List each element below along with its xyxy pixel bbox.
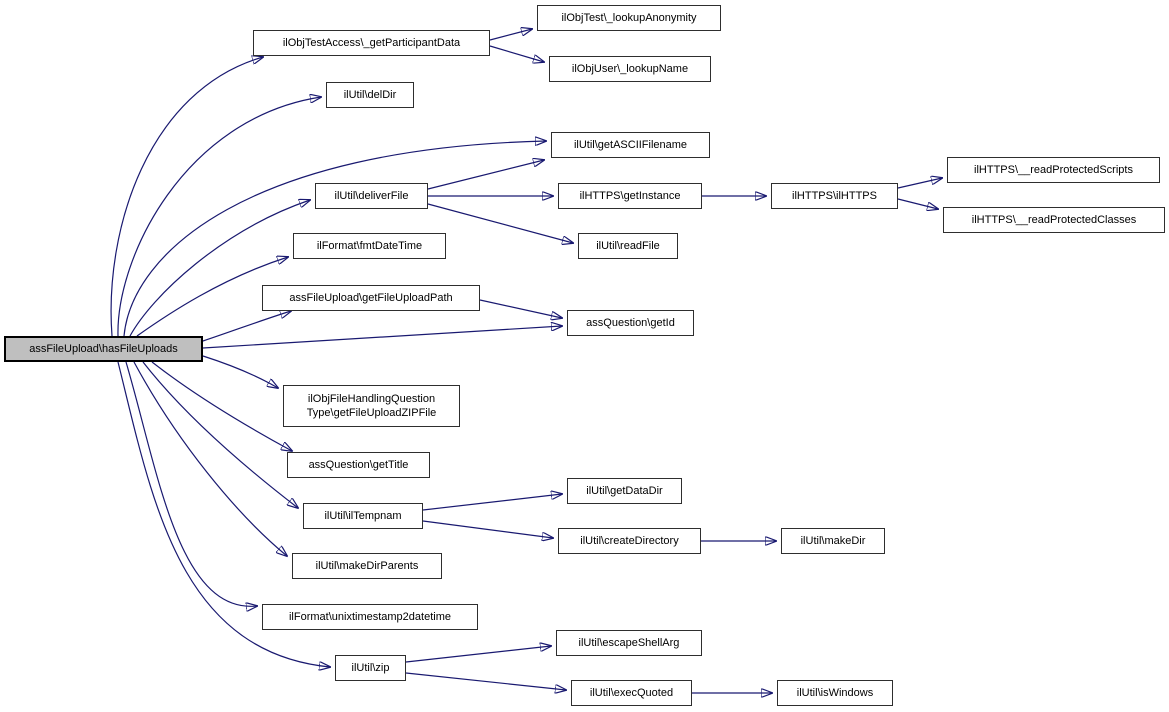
edge-getParticipantData-lookupName bbox=[489, 45, 544, 62]
edge-hasFileUploads-fmtDateTime bbox=[136, 257, 288, 337]
edge-zip-execQuoted bbox=[405, 672, 566, 690]
node-label: ilFormat\fmtDateTime bbox=[316, 239, 423, 252]
node-label: ilObjUser\_lookupName bbox=[571, 62, 689, 75]
node-label: ilUtil\ilTempnam bbox=[324, 509, 402, 522]
node-label: ilObjTest\_lookupAnonymity bbox=[561, 11, 697, 24]
node-zip[interactable]: ilUtil\zip bbox=[335, 655, 406, 681]
edge-getParticipantData-lookupAnonymity bbox=[489, 29, 532, 41]
node-ilHTTPS[interactable]: ilHTTPS\ilHTTPS bbox=[771, 183, 898, 209]
node-unixtimestamp2datetime[interactable]: ilFormat\unixtimestamp2datetime bbox=[262, 604, 478, 630]
node-makeDir[interactable]: ilUtil\makeDir bbox=[781, 528, 885, 554]
node-getASCIIFilename[interactable]: ilUtil\getASCIIFilename bbox=[551, 132, 710, 158]
edge-ilHTTPS-readProtectedScripts bbox=[897, 178, 942, 189]
edge-hasFileUploads-delDir bbox=[117, 97, 321, 337]
node-lookupName[interactable]: ilObjUser\_lookupName bbox=[549, 56, 711, 82]
node-label: ilUtil\createDirectory bbox=[580, 534, 679, 547]
node-label: ilHTTPS\getInstance bbox=[579, 189, 681, 202]
node-getFileUploadZIPFile[interactable]: ilObjFileHandlingQuestion Type\getFileUp… bbox=[283, 385, 460, 427]
edge-hasFileUploads-getFileUploadPath bbox=[202, 311, 291, 342]
node-readFile[interactable]: ilUtil\readFile bbox=[578, 233, 678, 259]
edge-deliverFile-getASCIIFilename bbox=[427, 160, 544, 190]
node-label: ilUtil\deliverFile bbox=[334, 189, 409, 202]
node-createDirectory[interactable]: ilUtil\createDirectory bbox=[558, 528, 701, 554]
node-label: ilUtil\getDataDir bbox=[586, 484, 663, 497]
node-label: ilUtil\isWindows bbox=[796, 686, 874, 699]
node-label: ilObjTestAccess\_getParticipantData bbox=[282, 36, 461, 49]
node-label: ilUtil\escapeShellArg bbox=[578, 636, 680, 649]
edge-deliverFile-readFile bbox=[427, 203, 573, 243]
node-ilTempnam[interactable]: ilUtil\ilTempnam bbox=[303, 503, 423, 529]
node-label: ilUtil\makeDir bbox=[800, 534, 866, 547]
node-readProtectedClasses[interactable]: ilHTTPS\__readProtectedClasses bbox=[943, 207, 1165, 233]
node-fmtDateTime[interactable]: ilFormat\fmtDateTime bbox=[293, 233, 446, 259]
node-label: assQuestion\getId bbox=[586, 316, 675, 329]
node-label: ilUtil\readFile bbox=[596, 239, 660, 252]
node-label: ilUtil\zip bbox=[351, 661, 390, 674]
edge-getFileUploadPath-getId bbox=[479, 299, 562, 318]
node-isWindows[interactable]: ilUtil\isWindows bbox=[777, 680, 893, 706]
node-label: assQuestion\getTitle bbox=[308, 458, 409, 471]
node-lookupAnonymity[interactable]: ilObjTest\_lookupAnonymity bbox=[537, 5, 721, 31]
node-label: ilUtil\execQuoted bbox=[589, 686, 674, 699]
node-label-line1: ilObjFileHandlingQuestion bbox=[307, 392, 436, 405]
edge-hasFileUploads-ilTempnam bbox=[142, 361, 298, 508]
node-label: ilHTTPS\ilHTTPS bbox=[792, 189, 877, 202]
edge-hasFileUploads-unixtimestamp2datetime bbox=[125, 361, 257, 606]
node-getDataDir[interactable]: ilUtil\getDataDir bbox=[567, 478, 682, 504]
node-escapeShellArg[interactable]: ilUtil\escapeShellArg bbox=[556, 630, 702, 656]
edge-hasFileUploads-zip bbox=[117, 361, 330, 667]
node-readProtectedScripts[interactable]: ilHTTPS\__readProtectedScripts bbox=[947, 157, 1160, 183]
node-deliverFile[interactable]: ilUtil\deliverFile bbox=[315, 183, 428, 209]
edge-ilTempnam-getDataDir bbox=[422, 494, 562, 511]
edge-hasFileUploads-deliverFile bbox=[129, 200, 310, 337]
edge-hasFileUploads-getTitle bbox=[151, 361, 292, 451]
node-label: assFileUpload\getFileUploadPath bbox=[289, 291, 453, 304]
node-delDir[interactable]: ilUtil\delDir bbox=[326, 82, 414, 108]
node-getInstance[interactable]: ilHTTPS\getInstance bbox=[558, 183, 702, 209]
edge-ilHTTPS-readProtectedClasses bbox=[897, 198, 938, 209]
edge-zip-escapeShellArg bbox=[405, 646, 551, 663]
node-hasFileUploads: assFileUpload\hasFileUploads bbox=[4, 336, 203, 362]
node-getId[interactable]: assQuestion\getId bbox=[567, 310, 694, 336]
node-getParticipantData[interactable]: ilObjTestAccess\_getParticipantData bbox=[253, 30, 490, 56]
node-label: ilFormat\unixtimestamp2datetime bbox=[288, 610, 451, 623]
node-label-line2: Type\getFileUploadZIPFile bbox=[306, 407, 437, 419]
node-label: ilHTTPS\__readProtectedClasses bbox=[971, 213, 1137, 226]
node-label: ilUtil\delDir bbox=[343, 88, 397, 101]
edge-hasFileUploads-getParticipantData bbox=[110, 57, 263, 337]
edge-hasFileUploads-makeDirParents bbox=[133, 361, 287, 556]
node-label: ilUtil\getASCIIFilename bbox=[573, 138, 688, 151]
edge-hasFileUploads-getASCIIFilename bbox=[123, 141, 546, 337]
node-getFileUploadPath[interactable]: assFileUpload\getFileUploadPath bbox=[262, 285, 480, 311]
edge-hasFileUploads-getFileUploadZIPFile bbox=[202, 355, 278, 388]
node-label: assFileUpload\hasFileUploads bbox=[29, 342, 178, 355]
node-getTitle[interactable]: assQuestion\getTitle bbox=[287, 452, 430, 478]
node-label: ilUtil\makeDirParents bbox=[315, 559, 419, 572]
node-execQuoted[interactable]: ilUtil\execQuoted bbox=[571, 680, 692, 706]
node-makeDirParents[interactable]: ilUtil\makeDirParents bbox=[292, 553, 442, 579]
node-label: ilHTTPS\__readProtectedScripts bbox=[974, 163, 1133, 176]
edge-hasFileUploads-getId bbox=[202, 326, 562, 349]
edge-ilTempnam-createDirectory bbox=[422, 520, 553, 538]
